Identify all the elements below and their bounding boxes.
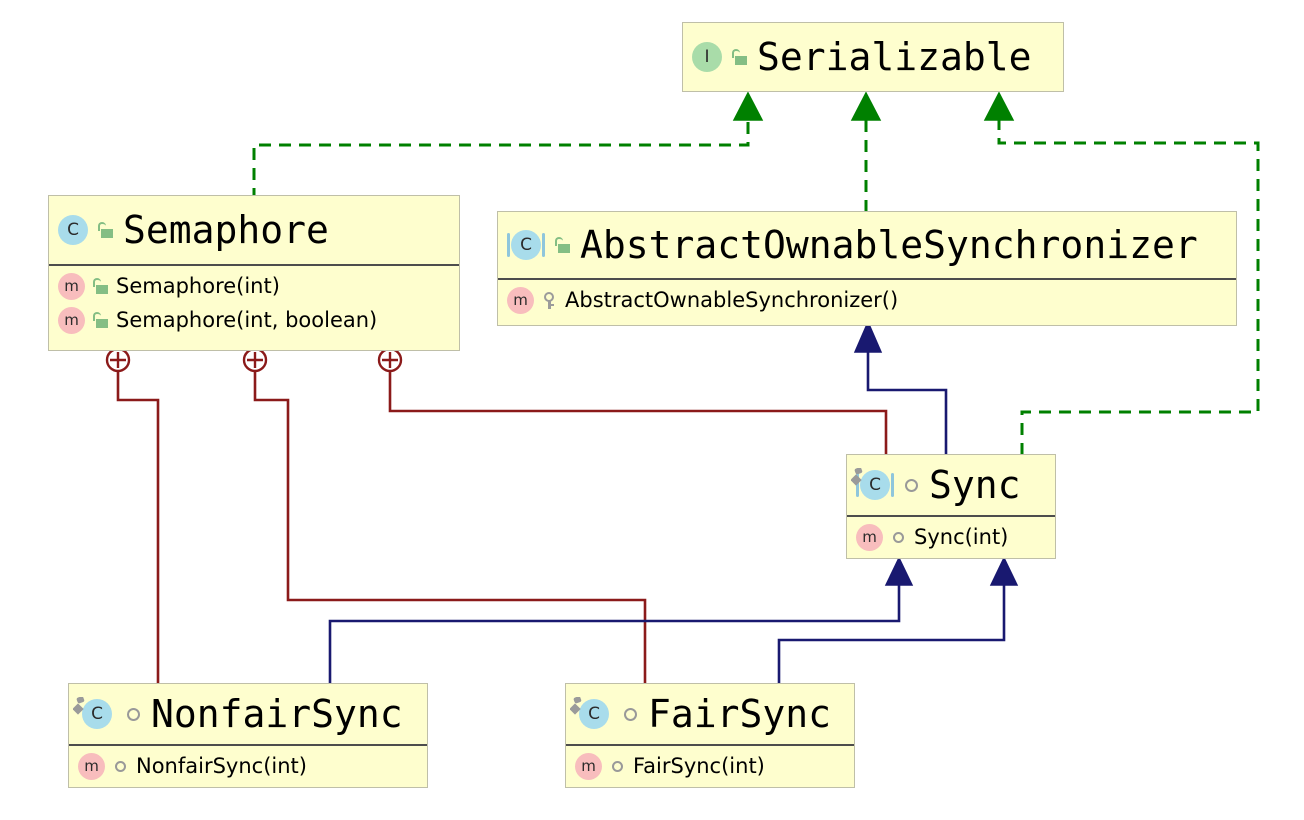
inheritance-edge-sync-aos: [853, 320, 948, 455]
member-separator: [69, 744, 427, 746]
class-box-semaphore[interactable]: C Semaphore m Semaphore(int) m Semaphore…: [48, 195, 460, 351]
member-separator: [847, 515, 1055, 517]
nesting-edge-semaphore-fairsync: [242, 347, 647, 683]
class-header-semaphore: C Semaphore: [49, 196, 459, 264]
package-private-circle-icon: [900, 474, 922, 496]
nesting-edge-semaphore-nonfairsync: [105, 347, 160, 683]
class-header-abstract-ownable-synchronizer: C AbstractOwnableSynchronizer: [498, 212, 1236, 278]
public-lock-icon: [551, 234, 573, 256]
public-lock-icon: [94, 219, 116, 241]
member-row[interactable]: m NonfairSync(int): [78, 749, 417, 783]
member-name: Semaphore(int): [116, 273, 280, 298]
member-row[interactable]: m Sync(int): [856, 520, 1045, 554]
class-header-nonfairsync: C NonfairSync: [69, 684, 427, 744]
class-name-nonfairsync: NonfairSync: [151, 692, 403, 736]
nesting-edge-semaphore-sync: [377, 347, 888, 455]
class-header-fairsync: C FairSync: [566, 684, 854, 744]
class-box-nonfairsync[interactable]: C NonfairSync m NonfairSync(int): [68, 683, 428, 788]
member-row[interactable]: m FairSync(int): [575, 749, 844, 783]
abstract-class-icon: C: [507, 230, 545, 260]
public-lock-icon: [91, 311, 110, 330]
abstract-nested-class-icon: C: [851, 468, 894, 500]
interface-icon: I: [692, 42, 722, 72]
member-separator: [566, 744, 854, 746]
inheritance-edge-nonfairsync-sync: [328, 556, 914, 683]
member-list-fairsync: m FairSync(int): [566, 746, 854, 788]
method-icon: m: [58, 272, 85, 300]
nested-decoration-icon: [851, 468, 863, 486]
package-private-circle-icon: [619, 703, 641, 725]
member-name: Semaphore(int, boolean): [116, 307, 378, 332]
package-private-circle-icon: [889, 528, 908, 547]
class-header-sync: C Sync: [847, 455, 1055, 515]
class-box-fairsync[interactable]: C FairSync m FairSync(int): [565, 683, 855, 788]
member-name: NonfairSync(int): [136, 753, 307, 778]
class-name-sync: Sync: [929, 463, 1021, 507]
method-icon: m: [575, 752, 602, 780]
realization-edge-aos-serializable: [850, 91, 882, 212]
nested-decoration-icon: [73, 697, 85, 715]
member-name: AbstractOwnableSynchronizer(): [565, 287, 899, 312]
nested-class-icon: C: [73, 697, 112, 729]
member-row[interactable]: m Semaphore(int): [58, 269, 449, 303]
inheritance-edge-fairsync-sync: [777, 556, 1019, 683]
member-list-sync: m Sync(int): [847, 517, 1055, 559]
class-icon: C: [58, 215, 88, 245]
package-private-circle-icon: [608, 757, 627, 776]
member-list-abstract-ownable-synchronizer: m AbstractOwnableSynchronizer(): [498, 280, 1236, 322]
member-row[interactable]: m Semaphore(int, boolean): [58, 303, 449, 337]
member-list-semaphore: m Semaphore(int) m Semaphore(int, boolea…: [49, 266, 459, 342]
method-icon: m: [58, 306, 85, 334]
protected-key-icon: [540, 291, 559, 310]
nested-class-icon: C: [570, 697, 609, 729]
class-name-fairsync: FairSync: [648, 692, 832, 736]
class-header-serializable: I Serializable: [683, 23, 1063, 91]
class-name-semaphore: Semaphore: [123, 208, 329, 252]
member-name: Sync(int): [914, 524, 1009, 549]
member-separator: [49, 264, 459, 266]
class-name-serializable: Serializable: [757, 35, 1032, 79]
public-lock-icon: [728, 46, 750, 68]
member-name: FairSync(int): [633, 753, 765, 778]
package-private-circle-icon: [111, 757, 130, 776]
member-separator: [498, 278, 1236, 280]
realization-edge-semaphore-serializable: [252, 91, 764, 200]
nested-decoration-icon: [570, 697, 582, 715]
class-box-sync[interactable]: C Sync m Sync(int): [846, 454, 1056, 559]
package-private-circle-icon: [122, 703, 144, 725]
method-icon: m: [856, 523, 883, 551]
method-icon: m: [78, 752, 105, 780]
member-list-nonfairsync: m NonfairSync(int): [69, 746, 427, 788]
method-icon: m: [507, 286, 534, 314]
class-box-serializable[interactable]: I Serializable: [682, 22, 1064, 92]
member-row[interactable]: m AbstractOwnableSynchronizer(): [507, 283, 1226, 317]
public-lock-icon: [91, 277, 110, 296]
class-box-abstract-ownable-synchronizer[interactable]: C AbstractOwnableSynchronizer m Abstract…: [497, 211, 1237, 326]
class-name-abstract-ownable-synchronizer: AbstractOwnableSynchronizer: [580, 223, 1198, 267]
